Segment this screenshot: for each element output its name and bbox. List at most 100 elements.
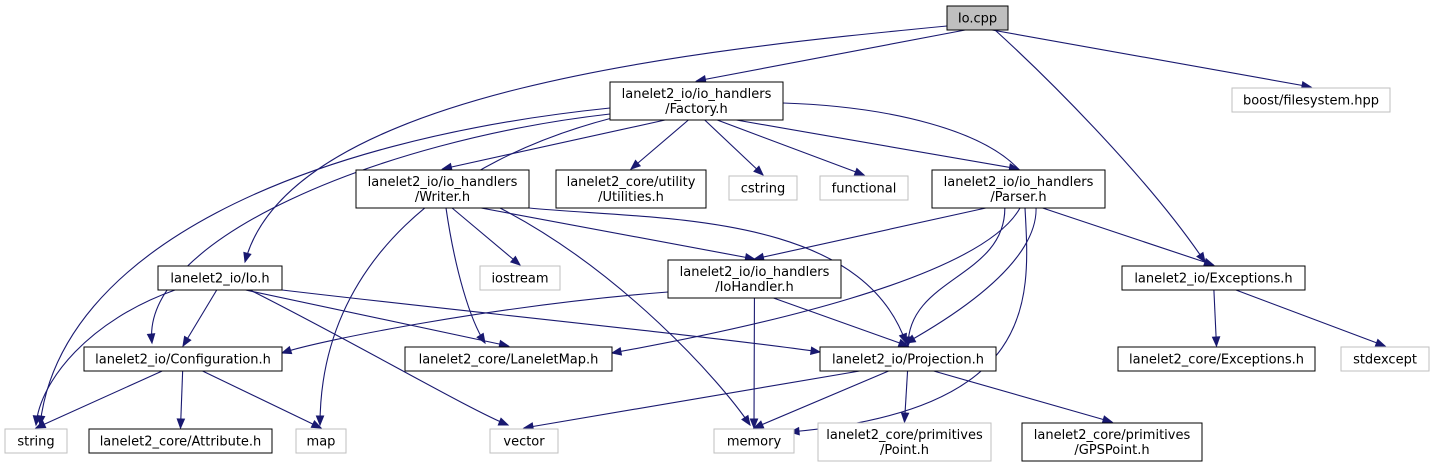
node-stdexcept[interactable]: stdexcept [1340, 346, 1430, 372]
node-label: boost/filesystem.hpp [1243, 94, 1379, 109]
edge-arrowhead-factory-cstring [753, 165, 764, 176]
node-label: Io.cpp [958, 12, 997, 27]
edge-iohandler-to-configuration [281, 291, 669, 354]
edge-arrowhead-writer-memory [741, 414, 751, 427]
node-box [713, 428, 795, 454]
edge-factory-to-functional [717, 119, 865, 176]
edge-parser-to-iohandler [754, 207, 986, 260]
node-label: vector [503, 435, 545, 450]
edge-writer-to-projection [528, 207, 907, 344]
node-boost-fs[interactable]: boost/filesystem.hpp [1231, 87, 1391, 113]
edge-arrowhead-exceptions_io-exceptions_core [1211, 336, 1221, 348]
node-exceptions-io[interactable]: lanelet2_io/Exceptions.h [1121, 265, 1306, 291]
node-label: memory [727, 435, 782, 450]
node-gpspoint[interactable]: lanelet2_core/primitives/GPSPoint.h [1021, 422, 1203, 462]
edge-arrowhead-parser-projection [903, 336, 913, 348]
node-label: /Parser.h [990, 190, 1046, 205]
node-memory[interactable]: memory [713, 428, 795, 454]
node-map[interactable]: map [295, 428, 347, 454]
node-box [1117, 346, 1316, 372]
node-writer[interactable]: lanelet2_io/io_handlers/Writer.h [355, 169, 530, 209]
edge-parser-to-laneletmap [611, 207, 1021, 354]
node-io-cpp[interactable]: Io.cpp [946, 5, 1009, 31]
node-cstring[interactable]: cstring [728, 175, 798, 201]
edge-factory-to-map [319, 117, 613, 426]
node-box [157, 265, 283, 291]
node-box [817, 422, 992, 462]
node-box [489, 428, 559, 454]
edge-io-h-to-projection [281, 289, 821, 353]
edge-arrowhead-projection-point [900, 412, 910, 424]
node-projection[interactable]: lanelet2_io/Projection.h [819, 346, 997, 372]
edge-io-cpp-to-exceptions-io [994, 29, 1206, 263]
node-label: lanelet2_core/Attribute.h [100, 435, 262, 450]
edge-factory-to-utilities [630, 119, 689, 170]
edge-factory-to-parser [736, 119, 1019, 170]
edge-factory-to-string [39, 107, 611, 426]
edge-arrowhead-iohandler-memory [749, 418, 759, 430]
edge-projection-to-gpspoint [933, 370, 1113, 423]
node-box [819, 175, 909, 201]
node-label: lanelet2_core/primitives [1034, 428, 1191, 443]
node-utilities[interactable]: lanelet2_core/utility/Utilities.h [555, 169, 707, 209]
node-label: string [17, 435, 54, 450]
edge-projection-to-vector [523, 370, 860, 429]
edge-io-h-to-configuration [182, 289, 218, 347]
node-label: map [307, 435, 336, 450]
edge-io-h-to-string [35, 289, 176, 426]
edge-parser-to-memory [789, 207, 1028, 433]
node-functional[interactable]: functional [819, 175, 909, 201]
edge-io-cpp-to-io-h [244, 25, 948, 263]
node-box [819, 346, 997, 372]
edge-arrowhead-projection-gpspoint [1101, 415, 1114, 424]
node-box [4, 428, 68, 454]
node-label: functional [832, 182, 897, 197]
edge-io-h-to-laneletmap [245, 289, 509, 347]
node-label: lanelet2_io/Io.h [170, 272, 269, 287]
node-parser[interactable]: lanelet2_io/io_handlers/Parser.h [931, 169, 1106, 209]
node-string[interactable]: string [4, 428, 68, 454]
node-label: /Writer.h [415, 190, 470, 205]
node-label: lanelet2_io/Exceptions.h [1134, 272, 1292, 287]
edge-arrowhead-configuration-map [310, 419, 323, 429]
edge-arrowhead-writer-iostream [509, 255, 522, 266]
edge-arrowhead-configuration-string [34, 420, 47, 429]
edge-io-cpp-to-boost-fs [991, 29, 1312, 88]
edge-arrowhead-iohandler-configuration [280, 345, 293, 355]
node-io-h[interactable]: lanelet2_io/Io.h [157, 265, 283, 291]
node-label: cstring [741, 182, 785, 197]
edge-arrowhead-factory-functional [853, 167, 866, 176]
node-label: lanelet2_core/LaneletMap.h [419, 353, 599, 368]
node-box [88, 428, 273, 454]
node-laneletmap[interactable]: lanelet2_core/LaneletMap.h [404, 346, 613, 372]
node-box [355, 169, 530, 209]
node-vector[interactable]: vector [489, 428, 559, 454]
node-label: /Point.h [880, 443, 929, 458]
edge-writer-to-laneletmap [445, 207, 486, 344]
edge-arrowhead-parser-exceptions_io [1203, 257, 1215, 267]
edge-configuration-to-string [35, 370, 163, 429]
node-label: /GPSPoint.h [1074, 443, 1149, 458]
node-box [83, 346, 283, 372]
node-configuration[interactable]: lanelet2_io/Configuration.h [83, 346, 283, 372]
node-iohandler[interactable]: lanelet2_io/io_handlers/IoHandler.h [667, 259, 842, 299]
node-box [931, 169, 1106, 209]
edge-parser-to-exceptions-io [1042, 207, 1214, 266]
node-label: lanelet2_core/utility [567, 175, 696, 190]
node-box [1121, 265, 1306, 291]
node-factory[interactable]: lanelet2_io/io_handlers/Factory.h [609, 81, 784, 121]
edge-configuration-to-attribute [179, 370, 184, 429]
edge-exceptions-io-to-stdexcept [1235, 289, 1386, 347]
node-exceptions-core[interactable]: lanelet2_core/Exceptions.h [1117, 346, 1316, 372]
node-label: lanelet2_core/Exceptions.h [1129, 353, 1304, 368]
node-attribute[interactable]: lanelet2_core/Attribute.h [88, 428, 273, 454]
edge-io-h-to-vector [249, 289, 509, 426]
edge-projection-to-memory [753, 370, 889, 429]
node-label: lanelet2_io/Projection.h [832, 353, 984, 368]
node-box [728, 175, 798, 201]
node-point[interactable]: lanelet2_core/primitives/Point.h [817, 422, 992, 462]
node-label: lanelet2_core/primitives [826, 428, 983, 443]
node-iostream[interactable]: iostream [479, 265, 561, 291]
edge-parser-to-projection [907, 207, 1006, 347]
